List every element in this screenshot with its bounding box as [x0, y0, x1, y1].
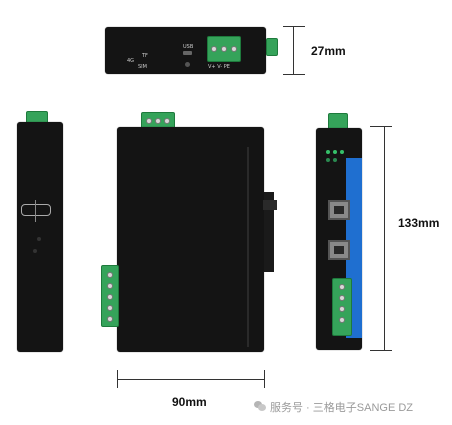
ethernet-port-lan	[328, 240, 350, 260]
width-front-label: 90mm	[172, 395, 207, 409]
power-label: V+ V- PE	[208, 64, 230, 70]
usb-port	[183, 51, 192, 55]
top-side-terminal	[266, 38, 278, 56]
device-right-side	[316, 128, 362, 350]
device-left-side	[17, 122, 63, 352]
device-top-view: TF 4G SIM USB V+ V- PE	[105, 27, 266, 74]
power-terminal-top	[207, 36, 241, 62]
tf-label: TF	[142, 53, 148, 59]
right-side-terminal	[332, 278, 352, 336]
front-left-terminal	[101, 265, 119, 327]
height-top-label: 27mm	[311, 44, 346, 58]
height-side-label: 133mm	[398, 216, 440, 230]
wechat-icon	[254, 401, 266, 411]
din-rail-clip	[264, 192, 274, 272]
4g-label: 4G	[127, 58, 135, 64]
watermark-text: 服务号 · 三格电子SANGE DZ	[270, 402, 414, 414]
ethernet-port-wan	[328, 200, 350, 220]
sim-label: SIM	[138, 64, 147, 70]
antenna-port	[185, 62, 190, 67]
usb-label: USB	[183, 44, 194, 50]
device-front-view	[117, 127, 264, 352]
